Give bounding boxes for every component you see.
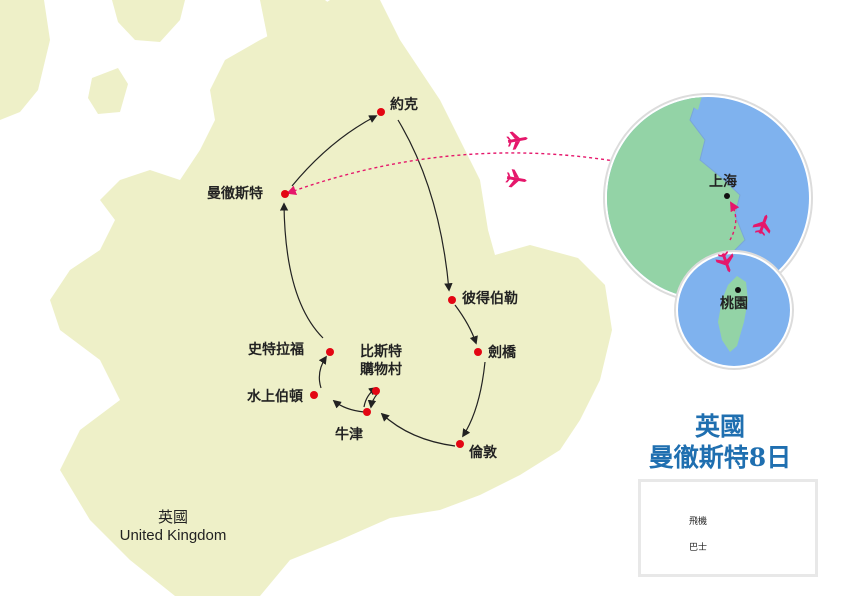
city-label-cambridge: 劍橋 xyxy=(488,345,516,361)
plane-icon-2 xyxy=(504,168,529,190)
city-label-bourton: 水上伯頓 xyxy=(247,389,303,405)
country-label: 英國 United Kingdom xyxy=(98,509,248,545)
city-label-bicester-line2: 購物村 xyxy=(360,362,402,378)
city-label-manchester: 曼徹斯特 xyxy=(207,186,263,202)
inset-label-taoyuan: 桃園 xyxy=(720,296,748,312)
city-label-bicester-line1: 比斯特 xyxy=(360,344,402,360)
land-masses xyxy=(0,0,612,596)
city-label-london: 倫敦 xyxy=(469,445,497,461)
city-label-peterborough: 彼得伯勒 xyxy=(462,291,518,307)
inset-taiwan xyxy=(674,249,794,370)
city-label-oxford: 牛津 xyxy=(335,427,363,443)
legend-label-bus: 巴士 xyxy=(689,543,708,553)
country-name-en: United Kingdom xyxy=(119,527,227,544)
city-dots xyxy=(281,108,482,448)
map-title-line2: 曼徹斯特8日 xyxy=(648,443,792,472)
map-title-line1: 英國 xyxy=(694,412,745,441)
inset-label-shanghai: 上海 xyxy=(709,174,737,190)
legend-label-flight: 飛機 xyxy=(689,517,708,527)
city-label-stratford: 史特拉福 xyxy=(248,342,304,358)
inset-shanghai xyxy=(603,93,813,303)
city-label-york: 約克 xyxy=(390,97,418,113)
country-name-zh: 英國 xyxy=(157,509,188,526)
legend-box xyxy=(638,479,818,577)
bus-routes xyxy=(279,115,486,447)
plane-icon-1 xyxy=(505,129,530,151)
city-label-bicester: 比斯特 購物村 xyxy=(349,343,413,379)
